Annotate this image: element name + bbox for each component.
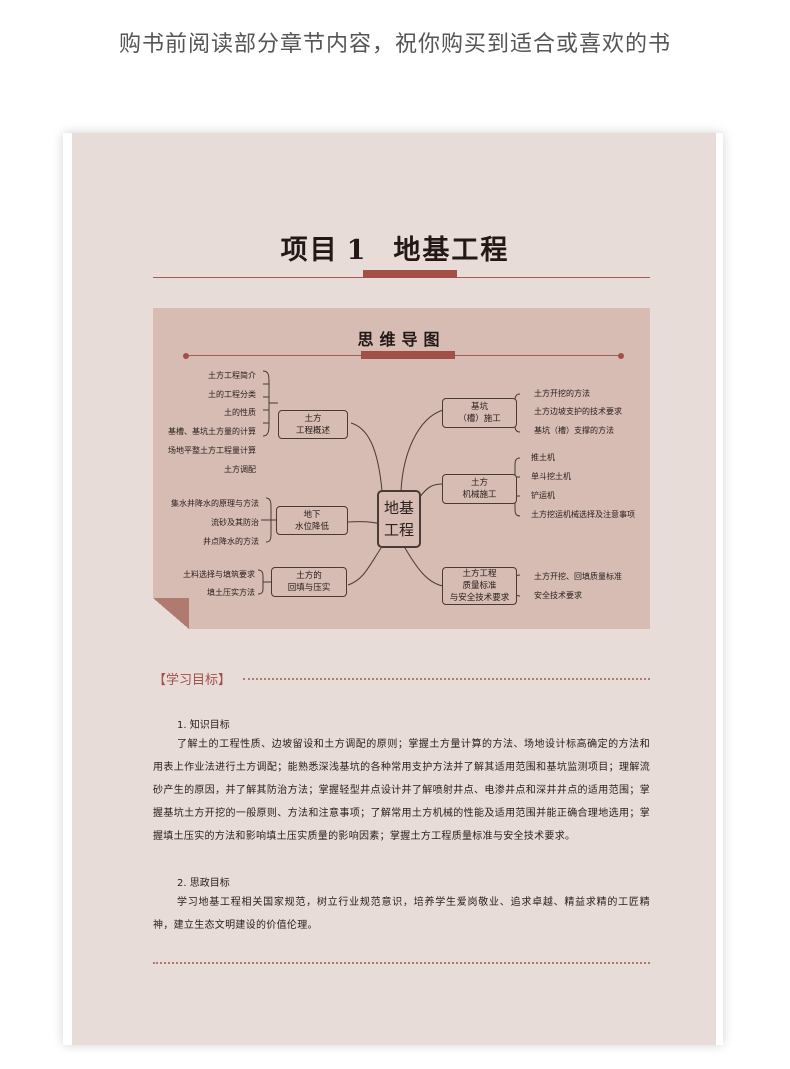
center-node-line-2: 工程 (383, 521, 414, 539)
leaf-item: 安全技术要求 (534, 591, 582, 600)
leaf-item: 场地平整土方工程量计算 (168, 446, 256, 455)
branch-node-machinery: 土方 机械施工 (442, 474, 517, 504)
leaf-item: 集水井降水的原理与方法 (171, 499, 259, 508)
leaf-item: 土的性质 (224, 408, 256, 417)
chapter-label: 项目 (280, 235, 339, 266)
paragraph-ideology: 学习地基工程相关国家规范，树立行业规范意识，培养学生爱岗敬业、追求卓越、精益求精… (153, 897, 650, 931)
leaf-item: 土方调配 (224, 465, 256, 474)
mind-map-title: 思维导图 (357, 330, 446, 349)
divider-dot-left (183, 353, 189, 359)
leaf-item: 土方边坡支护的技术要求 (534, 407, 622, 416)
branch-node-dewatering: 地下 水位降低 (276, 506, 348, 535)
dotted-divider-bottom (153, 962, 650, 964)
branch-line: 与安全技术要求 (449, 593, 510, 603)
branch-line: （槽）施工 (458, 414, 501, 424)
branch-line: 基坑 (470, 402, 488, 412)
center-node-line-1: 地基 (383, 499, 414, 517)
leaf-item: 土方工程简介 (208, 371, 256, 380)
leaf-item: 铲运机 (531, 491, 555, 500)
branch-line: 土方 (470, 478, 488, 488)
branch-node-overview: 土方 工程概述 (278, 410, 348, 439)
branch-node-pit-construction: 基坑 （槽）施工 (442, 398, 517, 428)
branch-line: 工程概述 (295, 425, 330, 436)
branch-line: 土方 (304, 413, 322, 424)
divider-dot-right (618, 353, 624, 359)
branch-node-quality-safety: 土方工程 质量标准 与安全技术要求 (442, 567, 517, 605)
leaf-item: 基槽、基坑土方量的计算 (168, 427, 256, 436)
branch-line: 土方的 (296, 571, 322, 581)
leaf-item: 流砂及其防治 (211, 518, 259, 527)
preview-caption: 购书前阅读部分章节内容，祝你购买到适合或喜欢的书 (118, 32, 671, 57)
branch-node-backfill: 土方的 回填与压实 (271, 567, 347, 597)
branch-line: 质量标准 (462, 581, 497, 591)
branch-line: 回填与压实 (287, 583, 331, 593)
branch-line: 土方工程 (462, 569, 497, 579)
chapter-number: 1 (346, 235, 368, 266)
dotted-divider (243, 678, 650, 680)
branch-line: 水位降低 (294, 521, 329, 532)
section-heading-objectives: 【学习目标】 (153, 673, 232, 688)
leaf-item: 井点降水的方法 (203, 537, 259, 546)
leaf-item: 推土机 (531, 453, 555, 462)
subheading-knowledge: 1. 知识目标 (177, 720, 230, 731)
chapter-name: 地基工程 (393, 235, 510, 266)
leaf-item: 土的工程分类 (208, 390, 256, 399)
branch-line: 机械施工 (462, 490, 497, 500)
subheading-ideology: 2. 思政目标 (177, 878, 230, 889)
paragraph-knowledge: 了解土的工程性质、边坡留设和土方调配的原则；掌握土方量计算的方法、场地设计标高确… (153, 739, 650, 842)
mind-map-accent-bar (361, 351, 455, 359)
center-node: 地基 工程 (377, 490, 421, 548)
branch-line: 地下 (303, 509, 321, 520)
leaf-item: 基坑（槽）支撑的方法 (534, 426, 614, 435)
title-accent-bar (363, 270, 457, 278)
leaf-item: 填土压实方法 (207, 588, 255, 597)
leaf-item: 土方开挖的方法 (534, 389, 590, 398)
mind-map: 思维导图 (153, 308, 650, 629)
page-fold-corner (153, 598, 189, 629)
leaf-item: 单斗挖土机 (531, 472, 571, 481)
leaf-item: 土料选择与填筑要求 (183, 570, 255, 579)
leaf-item: 土方挖运机械选择及注意事项 (531, 510, 635, 519)
leaf-item: 土方开挖、回填质量标准 (534, 572, 622, 581)
